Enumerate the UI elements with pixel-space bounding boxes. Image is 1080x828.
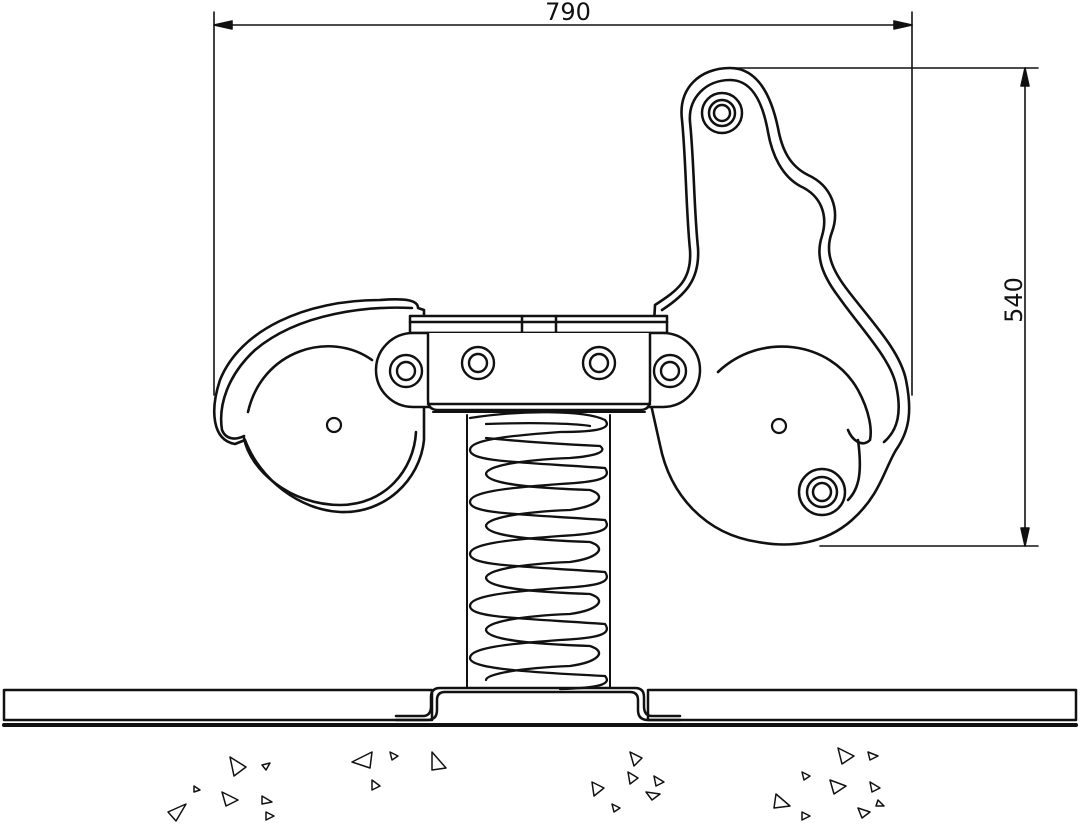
bracket-bolts bbox=[388, 345, 688, 389]
width-dimension bbox=[213, 11, 913, 396]
front-handle-hole bbox=[700, 91, 744, 135]
front-wheel-hub bbox=[770, 417, 788, 435]
base-plate bbox=[394, 686, 682, 722]
front-body-panel bbox=[648, 66, 911, 546]
front-footrest-hole bbox=[797, 467, 847, 517]
seat-bracket bbox=[374, 314, 702, 413]
width-label: 790 bbox=[545, 0, 591, 26]
coil-spring bbox=[466, 411, 611, 691]
rear-wheel-hub bbox=[325, 416, 343, 434]
height-dimension bbox=[727, 67, 1039, 547]
rear-body-panel bbox=[213, 297, 426, 514]
gravel-fill bbox=[167, 747, 885, 822]
height-label: 540 bbox=[1000, 277, 1028, 323]
